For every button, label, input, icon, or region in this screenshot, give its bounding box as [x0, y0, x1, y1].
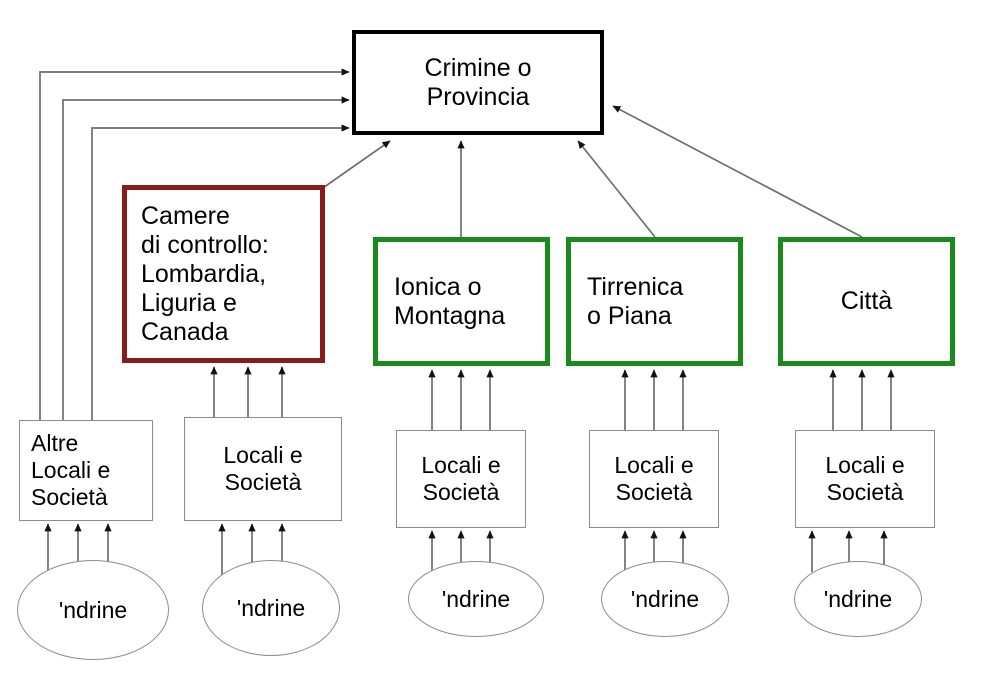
node-locali-e-societa-3[interactable]: Locali e Società [589, 430, 719, 528]
node-ndrine-1[interactable]: 'ndrine [17, 560, 169, 660]
node-locali-e-societa-1[interactable]: Locali e Società [184, 417, 342, 521]
node-ndrine-4-label: 'ndrine [630, 585, 700, 612]
node-locali-e-societa-2-label: Locali e Società [421, 452, 501, 505]
edges-locali2-to-ionica [428, 369, 494, 430]
node-locali-e-societa-1-label: Locali e Società [223, 442, 303, 495]
edges-locali1-to-camere [210, 366, 286, 417]
node-citta[interactable]: Città [778, 237, 955, 366]
edges-altre-to-root [39, 68, 350, 420]
node-crimine-o-provincia-label: Crimine o Provincia [424, 53, 532, 111]
node-crimine-o-provincia[interactable]: Crimine o Provincia [352, 30, 604, 135]
node-ndrine-3-label: 'ndrine [441, 585, 511, 612]
node-locali-e-societa-2[interactable]: Locali e Società [396, 430, 526, 528]
node-citta-label: Città [840, 287, 893, 315]
node-ndrine-4[interactable]: 'ndrine [601, 561, 729, 637]
node-ndrine-5-label: 'ndrine [823, 585, 893, 612]
node-ionica-o-montagna-label: Ionica o Montagna [394, 272, 506, 330]
edges-ndrine5-to-locali4 [808, 530, 888, 572]
node-ndrine-3[interactable]: 'ndrine [408, 561, 544, 637]
node-ndrine-1-label: 'ndrine [58, 596, 128, 623]
node-ndrine-2[interactable]: 'ndrine [202, 560, 340, 656]
node-ndrine-2-label: 'ndrine [236, 594, 306, 621]
edges-locali4-to-citta [829, 369, 895, 430]
edges-ndrine4-to-locali3 [621, 530, 687, 572]
edges-locali3-to-tirrenica [621, 369, 687, 430]
node-locali-e-societa-3-label: Locali e Società [614, 452, 694, 505]
node-ionica-o-montagna[interactable]: Ionica o Montagna [373, 237, 550, 366]
node-altre-locali-e-societa-label: Altre Locali e Società [31, 430, 111, 510]
node-tirrenica-o-piana-label: Tirrenica o Piana [587, 272, 684, 330]
node-altre-locali-e-societa[interactable]: Altre Locali e Società [19, 420, 153, 521]
node-camere-di-controllo-label: Camere di controllo: Lombardia, Liguria … [141, 201, 269, 346]
node-tirrenica-o-piana[interactable]: Tirrenica o Piana [566, 237, 743, 366]
node-ndrine-5[interactable]: 'ndrine [794, 561, 922, 637]
edges-midtier-to-root [319, 105, 863, 238]
node-camere-di-controllo[interactable]: Camere di controllo: Lombardia, Liguria … [122, 185, 325, 363]
node-locali-e-societa-4-label: Locali e Società [825, 452, 905, 505]
node-locali-e-societa-4[interactable]: Locali e Società [795, 430, 935, 528]
